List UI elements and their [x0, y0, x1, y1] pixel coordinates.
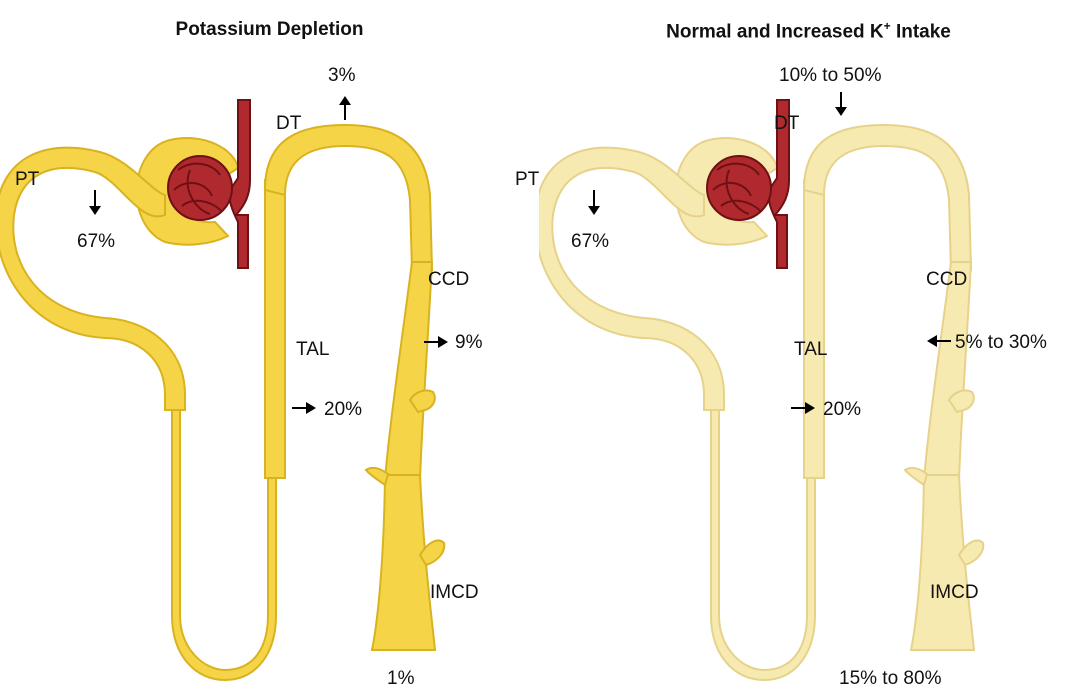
glomerulus-capillary-tuft — [712, 162, 762, 215]
label-imcd: IMCD — [930, 582, 979, 603]
value-tal: 20% — [823, 399, 862, 420]
label-pt: PT — [15, 169, 40, 190]
label-ccd: CCD — [926, 269, 968, 290]
value-ccd: 9% — [455, 332, 483, 353]
transport-arrows — [588, 92, 951, 414]
value-pt: 67% — [77, 231, 116, 252]
panel-normal-increased-intake: Normal and Increased K+ Intake PT 67% 10… — [515, 0, 1078, 696]
value-imcd: 15% to 80% — [839, 668, 942, 689]
reabsorption-arrows — [89, 96, 448, 414]
label-dt: DT — [774, 113, 800, 134]
panel-potassium-depletion: Potassium Depletion PT 67% 3% DT TAL 20%… — [0, 19, 483, 689]
label-dt: DT — [276, 113, 302, 134]
value-dt: 10% to 50% — [779, 65, 882, 86]
nephron-diagram — [539, 92, 985, 681]
label-tal: TAL — [296, 339, 330, 360]
panel-title: Normal and Increased K+ Intake — [539, 19, 1078, 43]
label-tal: TAL — [794, 339, 828, 360]
title-end: Intake — [890, 21, 951, 43]
value-pt: 67% — [571, 231, 610, 252]
nephron-diagram — [0, 96, 448, 681]
title-superscript: + — [883, 19, 891, 33]
value-tal: 20% — [324, 399, 363, 420]
panel-title: Potassium Depletion — [175, 19, 364, 40]
label-imcd: IMCD — [430, 582, 479, 603]
value-imcd: 1% — [387, 668, 415, 689]
label-pt: PT — [515, 169, 540, 190]
glomerulus-capillary-tuft — [173, 162, 223, 215]
value-ccd: 5% to 30% — [955, 332, 1047, 353]
value-dt: 3% — [328, 65, 356, 86]
label-ccd: CCD — [428, 269, 470, 290]
title-main: Normal and Increased K — [666, 21, 884, 43]
